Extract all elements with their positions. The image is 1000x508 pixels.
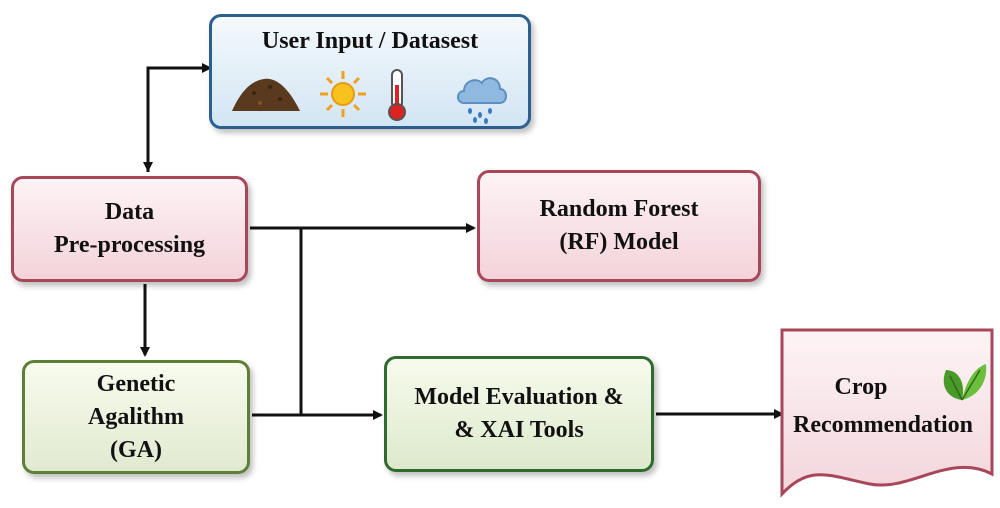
random-forest-line2: (RF) Model <box>559 229 679 255</box>
genetic-algorithm-line3: (GA) <box>110 436 162 463</box>
arrow-input-preprocess <box>146 63 212 172</box>
sun-icon <box>320 71 366 117</box>
genetic-algorithm-line1: Genetic <box>96 370 176 397</box>
crop-recommendation-line2: Recommendation <box>793 412 973 438</box>
leaf-icon <box>943 364 987 401</box>
model-evaluation-box: Model Evaluation & & XAI Tools <box>384 356 654 472</box>
genetic-algorithm-box: Genetic Agalithm (GA) <box>22 360 250 474</box>
random-forest-box: Random Forest (RF) Model <box>477 170 761 282</box>
crop-recommendation-box: Crop Recommendation <box>770 324 996 504</box>
genetic-algorithm-line2: Agalithm <box>88 403 184 430</box>
random-forest-line1: Random Forest <box>539 196 699 222</box>
data-preprocessing-box: Data Pre-processing <box>11 176 248 282</box>
soil-icon <box>232 78 300 111</box>
model-evaluation-line2: & XAI Tools <box>454 417 584 443</box>
user-input-title: User Input / Datasest <box>261 28 479 54</box>
document-shape <box>780 328 994 498</box>
thermometer-icon <box>388 69 406 121</box>
model-evaluation-line1: Model Evaluation & <box>414 384 624 410</box>
user-input-box: User Input / Datasest <box>209 14 531 129</box>
crop-recommendation-line1: Crop <box>834 374 888 400</box>
data-preprocessing-line2: Pre-processing <box>53 232 206 258</box>
data-preprocessing-line1: Data <box>104 199 155 225</box>
rain-cloud-icon <box>457 77 507 124</box>
